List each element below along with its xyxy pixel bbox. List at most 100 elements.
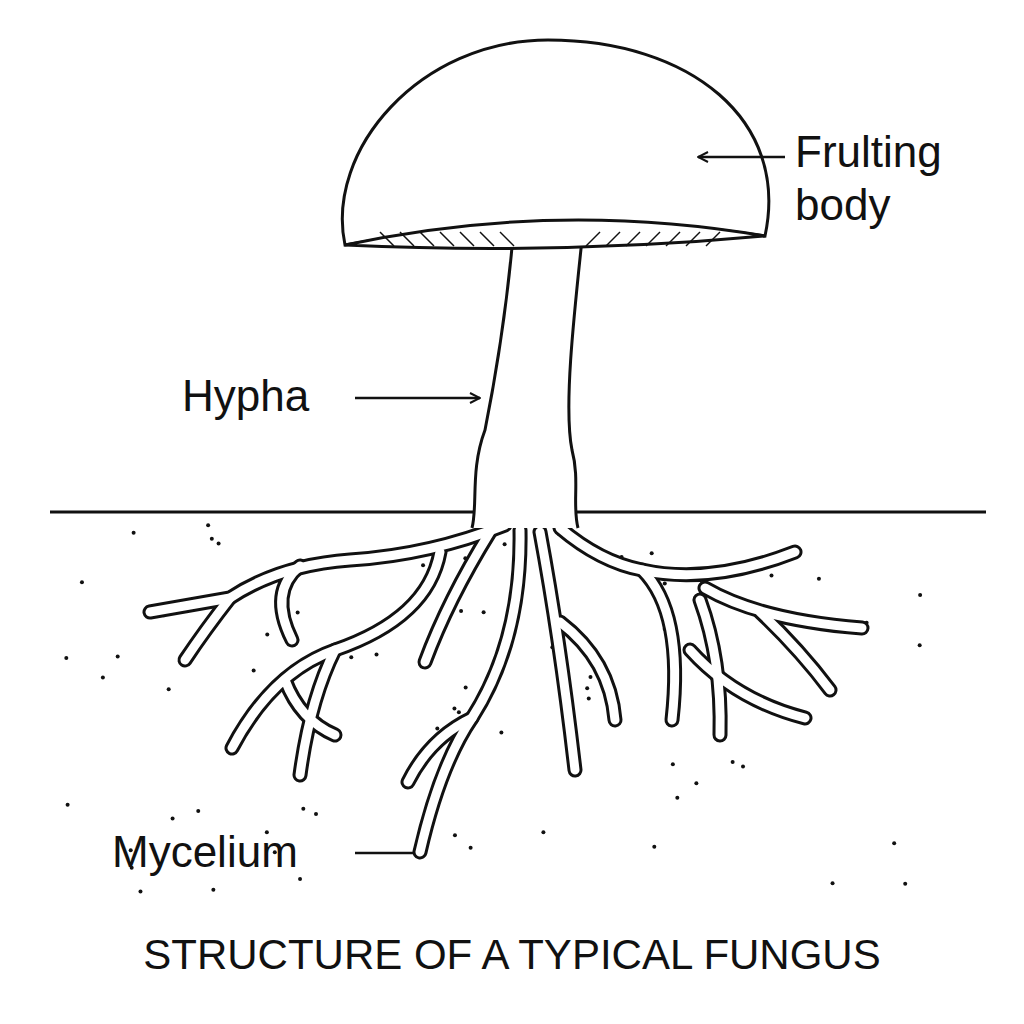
soil-dot xyxy=(587,697,591,701)
soil-dot xyxy=(459,609,463,613)
soil-dot xyxy=(101,676,105,680)
stem-right xyxy=(569,212,585,528)
hypha-strand xyxy=(690,650,805,718)
soil-dot xyxy=(892,841,896,845)
soil-dot xyxy=(210,537,214,541)
soil-dot xyxy=(211,888,215,892)
soil-dot xyxy=(171,816,175,820)
soil-dot xyxy=(421,563,425,567)
soil-dot xyxy=(903,882,907,886)
soil-dot xyxy=(650,551,654,555)
hypha-strand-fill xyxy=(560,622,615,720)
gill-line xyxy=(686,232,700,246)
soil-dot xyxy=(588,675,592,679)
gill-line xyxy=(586,232,600,246)
hypha-strand-fill xyxy=(425,532,490,662)
soil-dot xyxy=(435,727,439,731)
gill-line xyxy=(626,232,640,246)
soil-dot xyxy=(167,687,171,691)
soil-dot xyxy=(301,807,305,811)
soil-dot xyxy=(469,846,473,850)
soil-dot xyxy=(252,669,256,673)
gill-line xyxy=(380,232,394,246)
soil-dot xyxy=(663,581,667,585)
stem-left xyxy=(472,212,515,528)
soil-dot xyxy=(453,833,457,837)
gill-lines xyxy=(380,232,720,246)
soil-dot xyxy=(314,812,318,816)
soil-dot xyxy=(265,633,269,637)
hypha-strand-fill xyxy=(642,570,675,720)
mushroom-cap xyxy=(342,40,769,245)
soil-dot xyxy=(503,542,507,546)
hypha-strand xyxy=(642,570,675,720)
soil-dot xyxy=(585,686,589,690)
gill-line xyxy=(500,232,514,246)
hypha-strand-fill xyxy=(420,530,520,852)
soil-dot xyxy=(80,580,84,584)
soil-dot xyxy=(671,762,675,766)
soil-dot xyxy=(918,593,922,597)
soil-dot xyxy=(349,655,353,659)
mycelium-fill xyxy=(150,525,862,852)
soil-dot xyxy=(64,656,68,660)
hypha-strand xyxy=(282,566,300,640)
soil-dot xyxy=(66,803,70,807)
hypha-strand-fill xyxy=(760,612,830,690)
soil-dot xyxy=(206,523,210,527)
part-label: Frulting body xyxy=(795,126,1005,232)
gill-line xyxy=(460,232,474,246)
soil-dot xyxy=(769,574,773,578)
hypha-strand-fill xyxy=(540,532,575,770)
hypha-strand xyxy=(560,528,795,575)
soil-dot xyxy=(296,611,300,615)
mycelium-outline xyxy=(150,525,862,852)
hypha-strand-fill xyxy=(285,680,335,735)
soil-dot xyxy=(918,643,922,647)
soil-dot xyxy=(652,845,656,849)
soil-dot xyxy=(541,830,545,834)
soil-dot xyxy=(831,881,835,885)
soil-dot xyxy=(116,655,120,659)
hypha-strand-fill xyxy=(408,718,472,782)
soil-dot xyxy=(675,796,679,800)
leader-line xyxy=(355,397,480,400)
hypha-strand xyxy=(705,588,862,628)
soil-dot xyxy=(694,781,698,785)
soil-dot xyxy=(375,653,379,657)
soil-dot xyxy=(132,531,136,535)
leader-line xyxy=(698,156,785,159)
gill-line xyxy=(400,232,414,246)
gill-line xyxy=(480,232,494,246)
soil-dot xyxy=(731,760,735,764)
gill-line xyxy=(440,232,454,246)
hypha-strand-fill xyxy=(282,566,300,640)
gill-line xyxy=(606,232,620,246)
stem-fill xyxy=(472,212,585,528)
hypha-strand-fill xyxy=(560,528,795,575)
diagram-title: STRUCTURE OF A TYPICAL FUNGUS xyxy=(10,930,1014,980)
soil-dot xyxy=(452,706,456,710)
soil-dot xyxy=(817,577,821,581)
hypha-strand xyxy=(540,532,575,770)
soil-dot xyxy=(457,710,461,714)
gill-line xyxy=(646,232,660,246)
hypha-strand-fill xyxy=(705,588,862,628)
hypha-strand-fill xyxy=(690,650,805,718)
gill-line xyxy=(706,232,720,246)
soil-dot xyxy=(741,765,745,769)
gill-line xyxy=(666,232,680,246)
gill-line xyxy=(420,232,434,246)
part-label: Mycelium xyxy=(112,826,352,879)
hypha-strand-fill xyxy=(185,598,230,660)
soil-dot xyxy=(196,809,200,813)
soil-dot xyxy=(482,610,486,614)
part-label: Hypha xyxy=(182,370,352,423)
soil-dots xyxy=(64,523,922,893)
soil-dot xyxy=(464,686,468,690)
leader-line xyxy=(355,852,414,855)
cap-gills xyxy=(345,220,765,248)
soil-dot xyxy=(138,890,142,894)
soil-dot xyxy=(298,877,302,881)
